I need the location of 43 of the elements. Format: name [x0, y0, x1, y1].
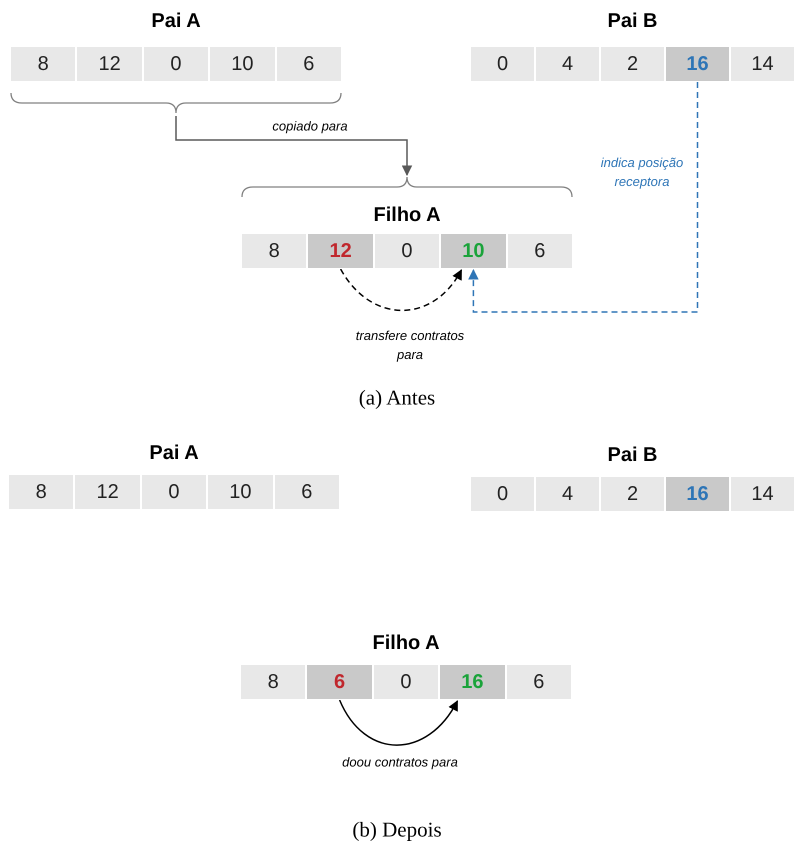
array-cell: 0	[470, 46, 535, 82]
array-cell: 6	[274, 474, 340, 510]
array-cell: 0	[470, 476, 535, 512]
array-cell: 2	[600, 46, 665, 82]
array-title: Pai A	[151, 9, 201, 34]
array-cell: 16	[665, 46, 730, 82]
array-cell: 14	[730, 46, 794, 82]
array-cell: 10	[209, 46, 276, 82]
array-cell: 12	[307, 233, 374, 269]
array-cell: 8	[240, 664, 306, 700]
array-cell: 12	[76, 46, 143, 82]
array-cell: 0	[374, 233, 440, 269]
dashed-arrow	[340, 268, 462, 312]
array	[241, 176, 573, 269]
array-title: Pai B	[607, 9, 658, 34]
caption: (a) Antes	[358, 386, 436, 410]
array-cell: 8	[8, 474, 74, 510]
caption: (b) Depois	[352, 818, 442, 842]
array-cell: 6	[506, 233, 573, 269]
array-cell: 0	[140, 474, 208, 510]
array-cell: 16	[665, 476, 730, 512]
array-title: Pai A	[149, 441, 199, 466]
array-cell: 6	[306, 664, 373, 700]
array-cell: 0	[372, 664, 440, 700]
dashed-arrow	[468, 82, 698, 313]
array-cell: 0	[142, 46, 210, 82]
array-cell: 8	[10, 46, 76, 82]
array-title: Filho A	[372, 631, 440, 656]
array-cell: 6	[506, 664, 572, 700]
array-cell: 14	[730, 476, 794, 512]
array-cell: 16	[439, 664, 506, 700]
array-cell: 2	[600, 476, 665, 512]
array-title: Pai B	[607, 443, 658, 468]
arrow	[338, 700, 458, 746]
array-cell: 8	[241, 233, 308, 269]
array-cell: 10	[440, 233, 507, 269]
array-cell: 4	[535, 46, 600, 82]
array-cell: 12	[74, 474, 141, 510]
array-cell: 10	[207, 474, 274, 510]
array-cell: 4	[535, 476, 600, 512]
array-title: Filho A	[373, 203, 441, 228]
array-cell: 6	[276, 46, 342, 82]
arrow	[175, 116, 412, 176]
